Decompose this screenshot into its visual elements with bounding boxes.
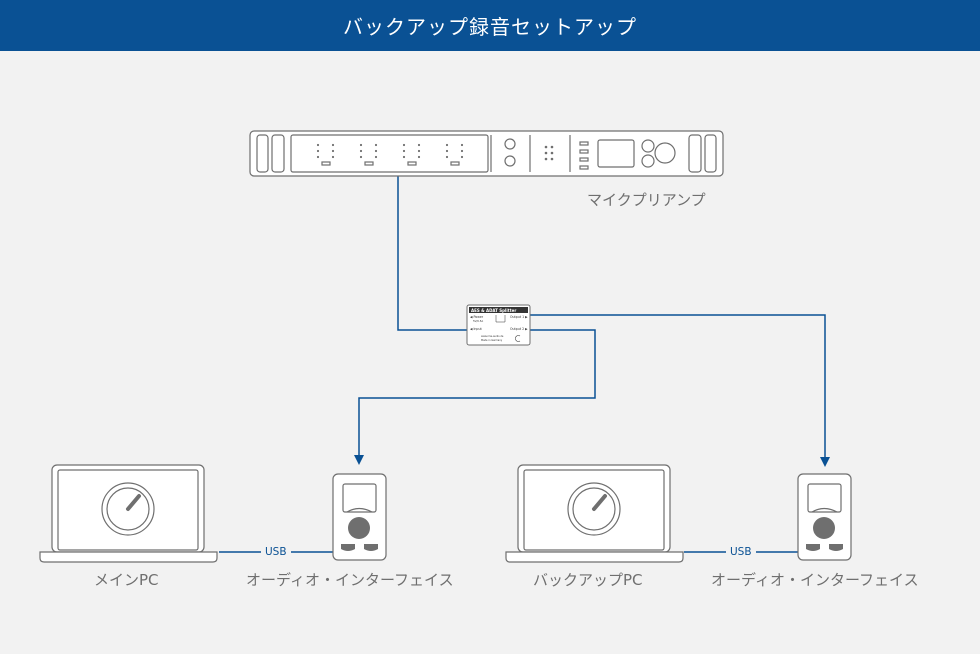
main-pc-laptop [39, 464, 218, 563]
audio-interface-right [797, 473, 852, 561]
splitter-title-bar [469, 307, 528, 313]
splitter-power-spec: 5V/0.5A [473, 319, 483, 323]
splitter-output2-label: Output 2 ▶ [510, 327, 528, 331]
splitter-power-label: ◀ Power [470, 315, 484, 319]
usb-label-main: USB [261, 546, 291, 558]
splitter-device: AES & ADAT Splitter ◀ Power 5V/0.5A Outp… [466, 304, 531, 346]
ce-mark-icon [515, 335, 521, 342]
knob-icon [641, 139, 655, 153]
output-port-icon [364, 544, 378, 551]
right-interface-label: オーディオ・インターフェイス [711, 571, 919, 589]
cables [219, 176, 830, 553]
volume-knob-icon [348, 517, 370, 539]
splitter-footer2: Made in Germany [481, 339, 503, 342]
splitter-footer: www.rme-audio.de [481, 335, 504, 338]
rack-ear-right-inner [688, 134, 702, 173]
knob-icon [504, 138, 516, 150]
output-port-icon [829, 544, 843, 551]
cable-preamp-to-splitter [397, 176, 467, 331]
knob-icon [641, 154, 655, 168]
display-screen [597, 139, 635, 168]
output-port-icon [806, 544, 820, 551]
left-interface-label: オーディオ・インターフェイス [246, 571, 454, 589]
page-title: バックアップ録音セットアップ [0, 0, 980, 51]
knob-icon [654, 142, 676, 164]
channel-panel [290, 134, 489, 173]
audio-interface-left [332, 473, 387, 561]
splitter-title: AES & ADAT Splitter [471, 308, 516, 313]
rack-ear-left-inner [271, 134, 285, 173]
rack-ear-left [256, 134, 269, 173]
output-port-icon [341, 544, 355, 551]
laptop-base [39, 551, 218, 563]
knob-icon [504, 155, 516, 167]
splitter-output1-label: Output 1 ▶ [510, 315, 528, 319]
mic-preamp-label: マイクプリアンプ [587, 191, 706, 209]
cable-splitter-to-right-interface [530, 314, 830, 467]
volume-knob-icon [813, 517, 835, 539]
splitter-input-label: ◀ Input [470, 327, 482, 331]
cable-splitter-to-left-interface [354, 329, 596, 465]
rack-ear-right [704, 134, 717, 173]
interface-display [342, 483, 377, 513]
main-pc-label: メインPC [94, 571, 159, 589]
channel-leds [316, 143, 554, 161]
laptop-base [505, 551, 684, 563]
splitter-body [466, 304, 531, 346]
usb-label-backup: USB [726, 546, 756, 558]
backup-pc-label: バックアップPC [533, 571, 643, 589]
backup-pc-laptop [505, 464, 684, 563]
interface-display [807, 483, 842, 513]
mic-preamp-device [249, 130, 724, 177]
